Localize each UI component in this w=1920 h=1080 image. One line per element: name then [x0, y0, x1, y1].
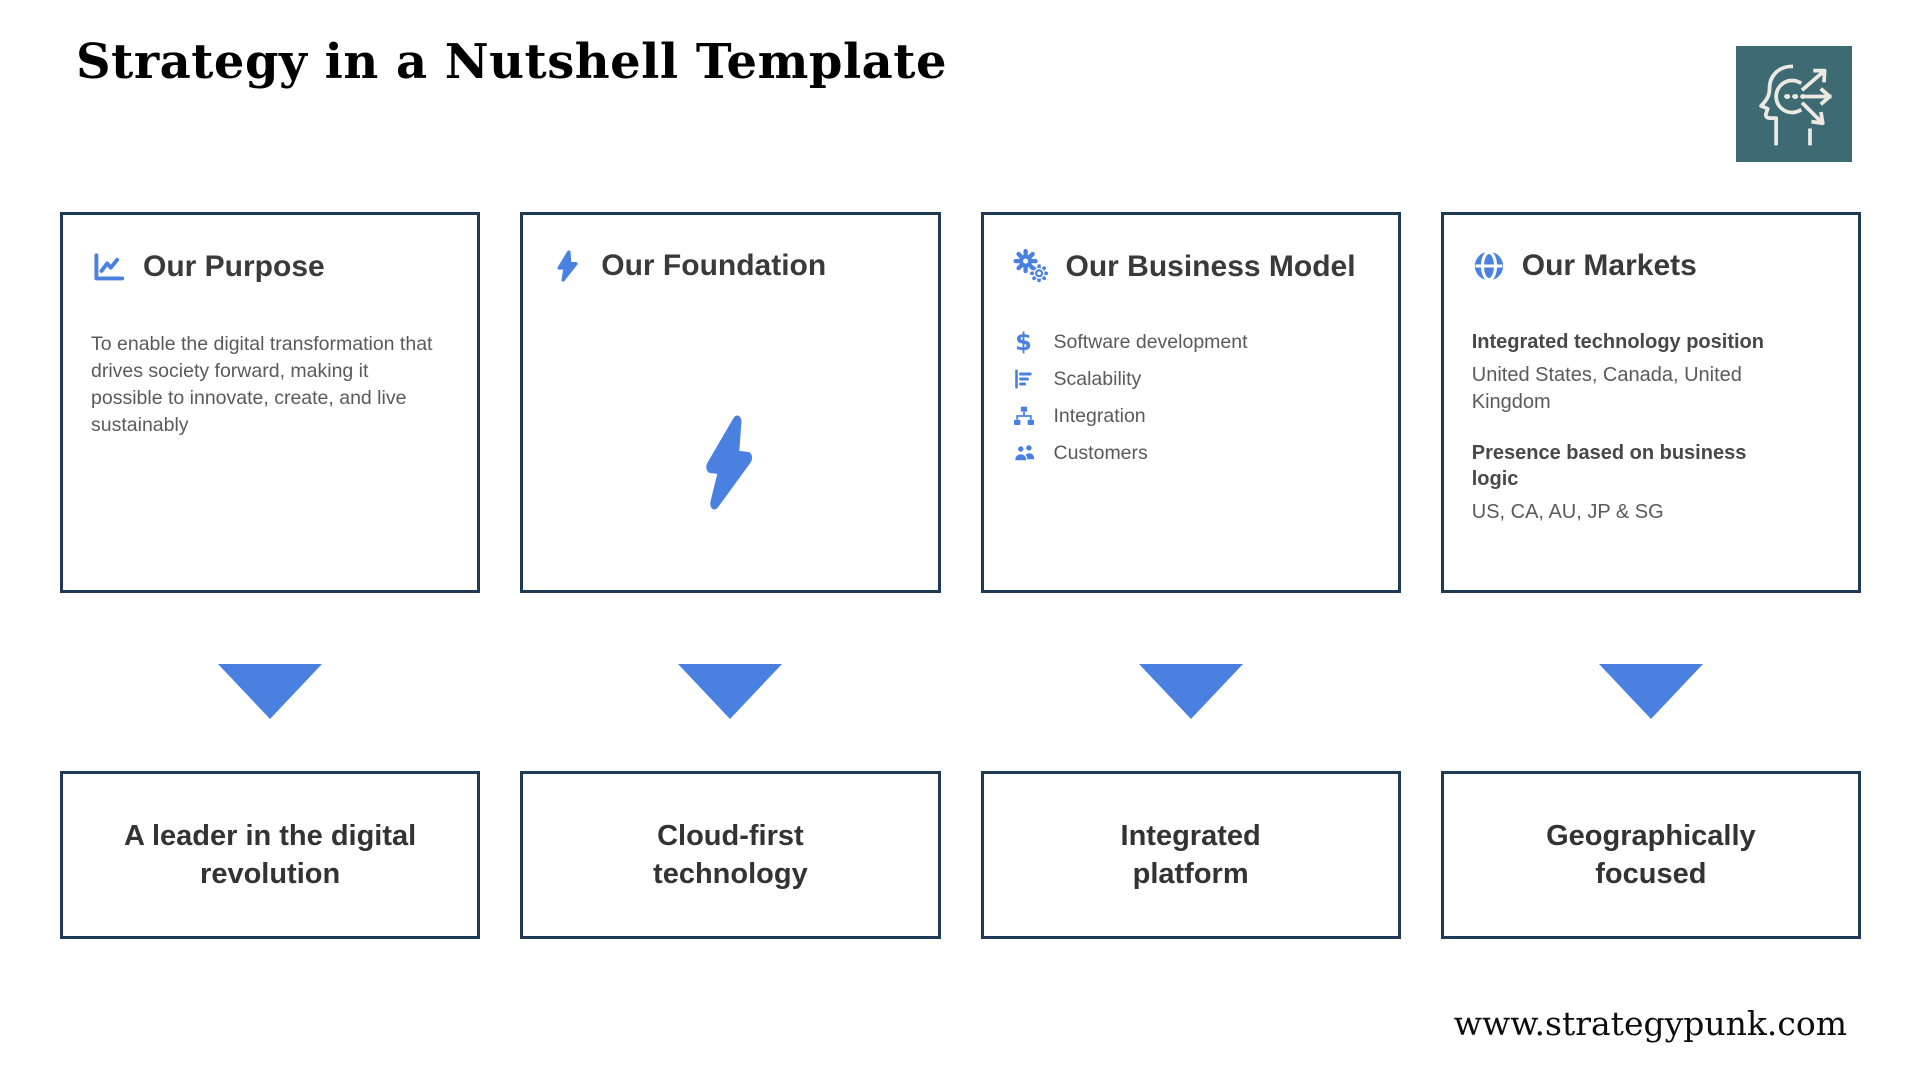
list-item: Customers: [1012, 441, 1370, 465]
outcome-text: Cloud-first technology: [653, 820, 808, 890]
outcome-card-markets: Geographically focused: [1440, 771, 1861, 939]
down-arrow-icon: [218, 664, 323, 719]
outcome-cards-row: A leader in the digital revolution Cloud…: [60, 771, 1861, 939]
card-our-foundation: Our Foundation: [520, 212, 941, 593]
gears-icon: [1012, 249, 1048, 283]
outcome-text: A leader in the digital revolution: [124, 820, 417, 890]
arrows-row: [60, 664, 1861, 720]
bolt-icon: [557, 250, 578, 282]
globe-icon: [1474, 250, 1503, 282]
card-header: Our Markets: [1472, 249, 1830, 283]
users-icon: [1012, 441, 1036, 465]
card-content: To enable the digital transformation tha…: [91, 331, 449, 439]
bar-chart-icon: [1012, 367, 1036, 391]
list-item-label: Software development: [1053, 330, 1248, 353]
footer-link[interactable]: www.strategypunk.com: [1453, 1004, 1847, 1043]
outcome-card-purpose: A leader in the digital revolution: [60, 771, 481, 939]
list-item-label: Integration: [1053, 404, 1146, 427]
card-title: Our Business Model: [1065, 249, 1356, 283]
head-arrows-icon: [1759, 64, 1832, 146]
card-title: Our Foundation: [601, 249, 827, 282]
markets-section-heading: Presence based on business logic: [1471, 442, 1747, 490]
bolt-icon: [706, 415, 753, 509]
business-model-list: $ Software development Scalability: [1012, 330, 1370, 465]
page-title: Strategy in a Nutshell Template: [76, 34, 947, 90]
dollar-icon: $: [1015, 328, 1032, 356]
sitemap-icon: [1012, 404, 1036, 428]
card-our-markets: Our Markets Integrated technology positi…: [1440, 212, 1861, 593]
down-arrow-icon: [1138, 664, 1243, 719]
outcome-card-business-model: Integrated platform: [980, 771, 1401, 939]
card-header: Our Foundation: [551, 249, 909, 283]
foundation-illustration: [523, 335, 937, 590]
card-header: Our Purpose: [91, 249, 449, 285]
list-item: Scalability: [1012, 367, 1370, 391]
list-item-label: Customers: [1053, 441, 1148, 464]
brand-logo: [1736, 46, 1852, 162]
down-arrow-icon: [678, 664, 783, 719]
purpose-statement: To enable the digital transformation tha…: [91, 333, 433, 436]
card-title: Our Markets: [1521, 249, 1697, 282]
list-item: $ Software development: [1012, 330, 1370, 354]
outcome-text: Integrated platform: [1120, 820, 1261, 890]
card-our-business-model: Our Business Model $ Software developmen…: [980, 212, 1401, 593]
down-arrow-icon: [1598, 664, 1703, 719]
list-item: Integration: [1012, 404, 1370, 428]
markets-section-heading: Integrated technology position: [1471, 331, 1764, 353]
markets-section-text: US, CA, AU, JP & SG: [1471, 501, 1664, 523]
card-our-purpose: Our Purpose To enable the digital transf…: [60, 212, 481, 593]
markets-section-text: United States, Canada, United Kingdom: [1471, 364, 1742, 413]
outcome-card-foundation: Cloud-first technology: [520, 771, 941, 939]
chart-line-icon: [94, 253, 125, 281]
card-title: Our Purpose: [143, 250, 325, 283]
card-header: Our Business Model: [1012, 249, 1370, 284]
outcome-text: Geographically focused: [1546, 820, 1756, 890]
markets-content: Integrated technology position United St…: [1472, 329, 1784, 526]
top-cards-row: Our Purpose To enable the digital transf…: [60, 212, 1861, 593]
list-item-label: Scalability: [1053, 367, 1142, 390]
